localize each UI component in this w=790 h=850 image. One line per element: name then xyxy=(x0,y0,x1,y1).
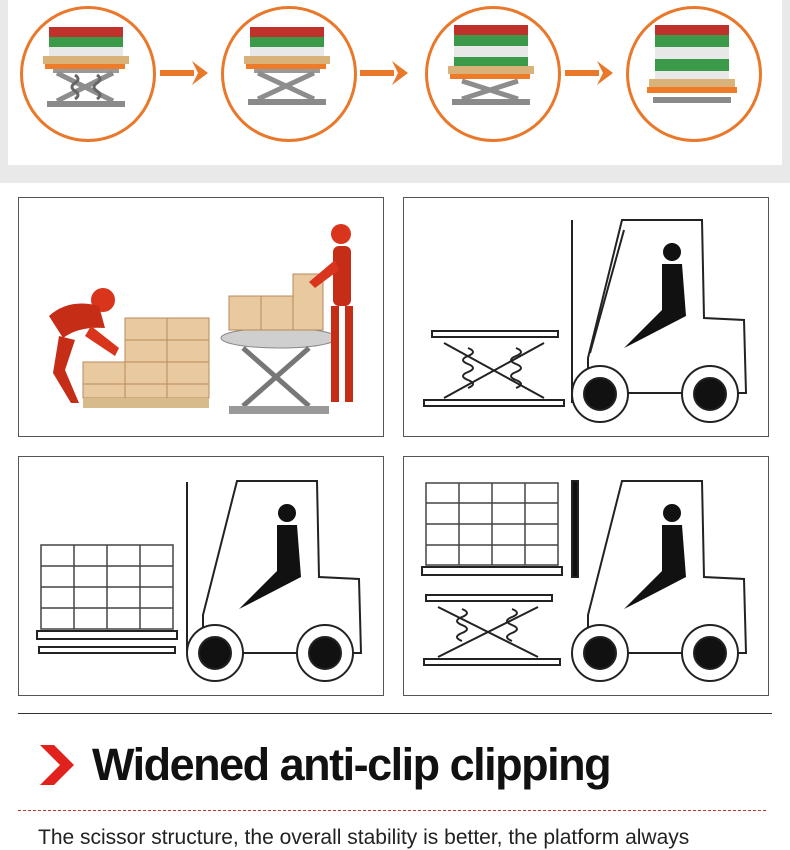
lift-stage-2-image xyxy=(221,6,357,142)
top-band xyxy=(0,0,790,183)
forklift-pallet-raised-illustration xyxy=(403,456,769,696)
stage-arrow-icon xyxy=(160,61,208,85)
section-heading-row: Widened anti-clip clipping xyxy=(38,735,612,795)
dashed-divider xyxy=(18,810,766,811)
stage-arrow-icon xyxy=(565,61,613,85)
stage-arrow-icon xyxy=(360,61,408,85)
section-body-text: The scissor structure, the overall stabi… xyxy=(38,826,690,849)
section-divider xyxy=(18,713,772,714)
red-chevron-icon xyxy=(40,745,74,785)
lift-stage-3-image xyxy=(425,6,561,142)
forklift-scissor-lift-illustration xyxy=(403,197,769,437)
forklift-pallet-low-illustration xyxy=(18,456,384,696)
lift-stage-strip xyxy=(8,0,782,165)
lift-stage-1-image xyxy=(20,6,156,142)
section-heading: Widened anti-clip clipping xyxy=(92,739,612,790)
lift-stage-4-image xyxy=(626,6,762,142)
mannequin-lifting-illustration xyxy=(18,197,384,437)
